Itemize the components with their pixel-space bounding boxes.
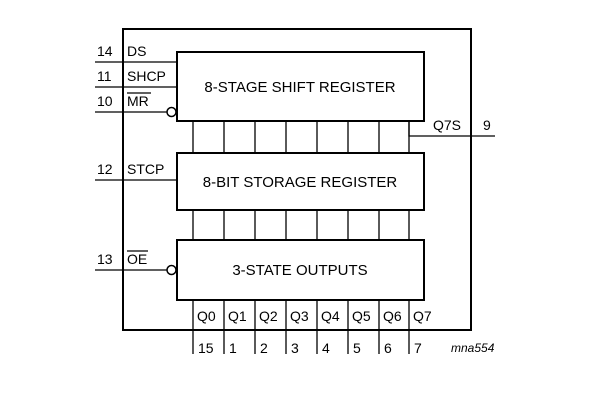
output-pins: Q0 15 Q1 1 Q2 2 Q3 3 Q4 4 Q5 5 Q6 6 Q7 7 [192, 300, 432, 356]
output-pin-number-q3: 3 [291, 340, 299, 356]
output-signal-label-q7: Q7 [413, 308, 432, 324]
q7s-output-line [408, 121, 495, 137]
q7s-signal-label: Q7S [433, 117, 461, 133]
output-block-label: 3-STATE OUTPUTS [232, 262, 367, 279]
storage-to-output-lines [192, 210, 410, 240]
q7s-pin-number: 9 [483, 117, 491, 133]
pin-number-mr: 10 [97, 93, 113, 109]
output-pin-number-q2: 2 [260, 340, 268, 356]
output-block [176, 239, 425, 301]
pin-number-stcp: 12 [97, 161, 113, 177]
shift-to-storage-lines [192, 121, 410, 153]
output-pin-number-q7: 7 [414, 340, 422, 356]
pin-number-oe: 13 [97, 251, 113, 267]
output-signal-label-q5: Q5 [352, 308, 371, 324]
signal-label-mr: MR [127, 93, 149, 109]
output-pin-number-q6: 6 [384, 340, 392, 356]
reference-code: mna554 [451, 341, 495, 355]
output-signal-label-q2: Q2 [259, 308, 278, 324]
mr-inversion-bubble [166, 106, 177, 118]
output-signal-label-q3: Q3 [290, 308, 309, 324]
storage-register-label: 8-BIT STORAGE REGISTER [203, 174, 398, 191]
signal-label-stcp: STCP [127, 161, 164, 177]
signal-label-oe: OE [127, 251, 147, 267]
output-signal-label-q0: Q0 [197, 308, 216, 324]
output-pin-number-q0: 15 [198, 340, 214, 356]
input-pin-lines [95, 61, 177, 271]
shift-register-block [176, 51, 425, 122]
output-signal-label-q6: Q6 [383, 308, 402, 324]
storage-register-block [176, 152, 425, 211]
output-signal-label-q1: Q1 [228, 308, 247, 324]
output-pin-number-q1: 1 [229, 340, 237, 356]
signal-label-shcp: SHCP [127, 68, 166, 84]
oe-inversion-bubble [166, 264, 177, 276]
output-pin-number-q4: 4 [322, 340, 330, 356]
output-signal-label-q4: Q4 [321, 308, 340, 324]
pin-number-ds: 14 [97, 43, 113, 59]
shift-register-label: 8-STAGE SHIFT REGISTER [204, 79, 395, 96]
output-pin-number-q5: 5 [353, 340, 361, 356]
signal-label-ds: DS [127, 43, 146, 59]
pin-number-shcp: 11 [97, 68, 112, 84]
